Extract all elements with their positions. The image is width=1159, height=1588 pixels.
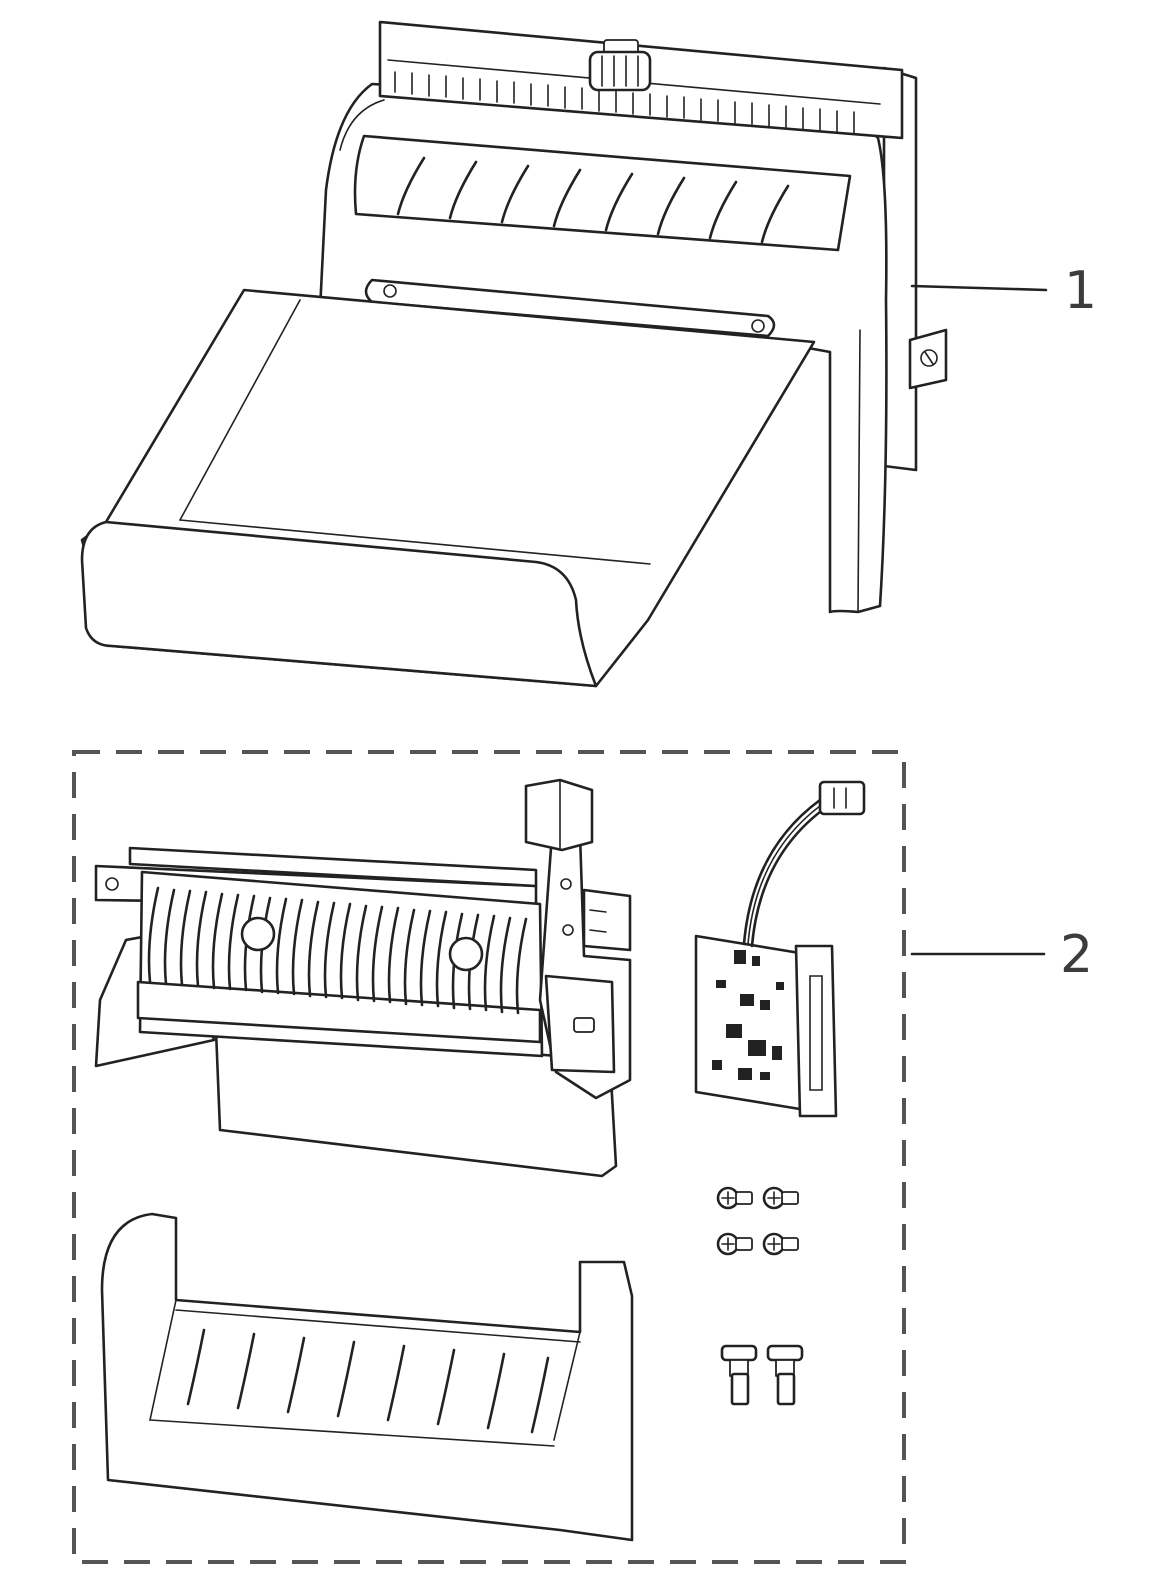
front-cover — [100, 1212, 634, 1542]
small-screws — [716, 1186, 799, 1256]
callout-1-label: 1 — [1064, 261, 1097, 321]
callout-2-label: 2 — [1060, 925, 1093, 985]
board-components — [712, 950, 784, 1080]
replacement-parts-kit — [72, 750, 906, 1564]
kit-dashed-frame — [72, 750, 906, 1564]
control-board — [694, 780, 866, 1118]
screw-icon — [762, 1186, 799, 1210]
screw-icon — [762, 1232, 799, 1256]
thumb-screw-icon — [720, 1344, 758, 1406]
blade-teeth — [394, 71, 855, 134]
screw-icon — [716, 1186, 753, 1210]
callout-2: 2 — [910, 925, 1093, 985]
cutter-assembly — [80, 20, 948, 688]
cover-ribs — [396, 156, 790, 244]
cover-ribs — [186, 1328, 550, 1434]
thumb-screw-icon — [766, 1344, 804, 1406]
thumb-screw-icon — [588, 39, 652, 92]
cutter-mechanism — [94, 778, 632, 1178]
callout-1: 1 — [910, 261, 1097, 321]
thumb-screws — [720, 1344, 804, 1406]
screw-icon — [716, 1232, 753, 1256]
